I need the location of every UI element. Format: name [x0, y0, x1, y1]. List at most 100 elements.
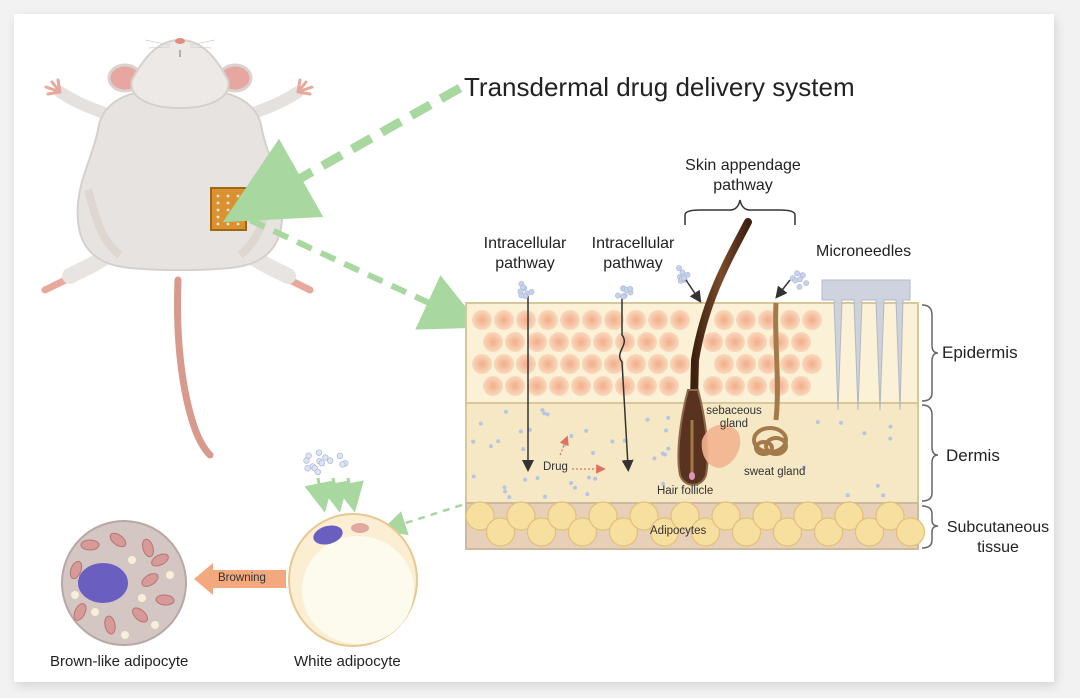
dermis-brace	[921, 404, 939, 502]
adipocyte	[875, 501, 905, 531]
adipocyte	[690, 517, 721, 547]
drug-particle	[801, 465, 806, 470]
adipocyte	[834, 501, 864, 531]
brown-like-adipocyte-cell	[61, 520, 187, 646]
epidermis-cell	[714, 310, 734, 330]
mitochondrion	[151, 553, 169, 567]
epidermis-cell	[494, 310, 514, 330]
epidermis-cell	[505, 376, 525, 396]
drug-particle	[304, 465, 311, 472]
epidermis-cell	[538, 310, 558, 330]
white-adipocyte-cell	[288, 449, 418, 647]
drug-particle	[523, 477, 528, 482]
epidermis-cell	[791, 332, 811, 352]
drug-particle	[862, 431, 867, 436]
drug-particle	[661, 481, 666, 486]
mitochondrion	[155, 594, 175, 606]
epidermis-cell	[472, 354, 492, 374]
drug-particle	[322, 454, 329, 461]
drug-particle	[681, 275, 687, 281]
drug-particle	[535, 476, 540, 481]
drug-particle	[660, 451, 665, 456]
drug-particle	[799, 272, 806, 279]
epidermis-cell	[560, 354, 580, 374]
epidermis-cell	[802, 310, 822, 330]
transdermal-patch	[210, 187, 247, 231]
drug-particle	[502, 485, 507, 490]
brown-adipocyte-nucleus	[78, 563, 128, 603]
mouse-tail	[174, 276, 214, 459]
epidermis-cell	[593, 376, 613, 396]
epidermis-cell	[483, 332, 503, 352]
drug-particle	[586, 475, 591, 480]
drug-particle	[503, 489, 508, 494]
epidermis-cell	[747, 332, 767, 352]
epidermis-cell	[659, 376, 679, 396]
drug-particle	[327, 457, 334, 464]
mitochondrion	[141, 573, 159, 587]
adipocyte	[608, 517, 639, 547]
drug-clusters	[517, 265, 810, 300]
epidermis-cell	[549, 332, 569, 352]
adipocyte	[485, 517, 516, 547]
epidermis-cell	[472, 310, 492, 330]
sweat-duct	[773, 302, 780, 421]
subcutaneous-brace	[921, 505, 939, 549]
drug-particle	[585, 492, 590, 497]
drug-particle	[839, 420, 844, 425]
drug-particle	[542, 494, 547, 499]
drug-particle	[794, 270, 800, 277]
drug-particle	[666, 446, 671, 451]
epidermis-cell	[516, 310, 536, 330]
adipocyte	[506, 501, 536, 531]
drug-particle	[527, 427, 532, 432]
drug-particle	[503, 409, 508, 414]
label-brown-like-adipocyte: Brown-like adipocyte	[50, 653, 189, 670]
mitochondrion	[109, 532, 127, 548]
epidermis-cell	[626, 354, 646, 374]
drug-particle	[488, 444, 493, 449]
mitochondrion	[104, 615, 116, 635]
epidermis-cell	[736, 310, 756, 330]
drug-particle	[545, 412, 550, 417]
arrow-skin-to-adipocyte	[381, 503, 463, 536]
mitochondrion	[80, 539, 100, 551]
sweat-gland-coil	[752, 426, 788, 456]
epidermis-cell	[648, 310, 668, 330]
drug-particle	[496, 439, 501, 444]
label-epidermis: Epidermis	[942, 343, 1018, 362]
epidermis-cell	[571, 332, 591, 352]
figure-title: Transdermal drug delivery system	[464, 72, 855, 102]
label-hair-follicle: Hair follicle	[657, 485, 714, 497]
arrow-patch-to-skin	[248, 217, 483, 330]
label-subcutaneous-tissue: Subcutaneous tissue	[946, 519, 1050, 556]
drug-particle	[664, 428, 669, 433]
epidermis-brace	[921, 304, 939, 402]
label-skin-appendage-pathway: Skin appendage pathway	[685, 157, 801, 194]
epidermis-cell	[725, 376, 745, 396]
epidermis-cell	[648, 354, 668, 374]
drug-particle	[305, 452, 312, 459]
drug-particle	[875, 483, 880, 488]
mitochondrion	[69, 560, 83, 580]
epidermis-cell	[516, 354, 536, 374]
drug-particle	[666, 415, 671, 420]
epidermis-cell	[758, 354, 778, 374]
drug-particle	[803, 280, 810, 287]
epidermis-cell	[703, 332, 723, 352]
arrow-to-patch	[222, 84, 463, 223]
epidermis-cell	[505, 332, 525, 352]
drug-particle	[542, 411, 547, 416]
mitochondrion	[132, 607, 148, 623]
epidermis-cell	[637, 376, 657, 396]
epidermis-cell	[736, 354, 756, 374]
epidermis-cell	[670, 354, 690, 374]
drug-particle	[478, 421, 483, 426]
epidermis-cell	[659, 332, 679, 352]
drug-particle	[339, 461, 346, 468]
drug-particle	[888, 436, 893, 441]
adipocyte	[547, 501, 577, 531]
drug-particle	[507, 495, 512, 500]
drug-particle	[881, 493, 886, 498]
